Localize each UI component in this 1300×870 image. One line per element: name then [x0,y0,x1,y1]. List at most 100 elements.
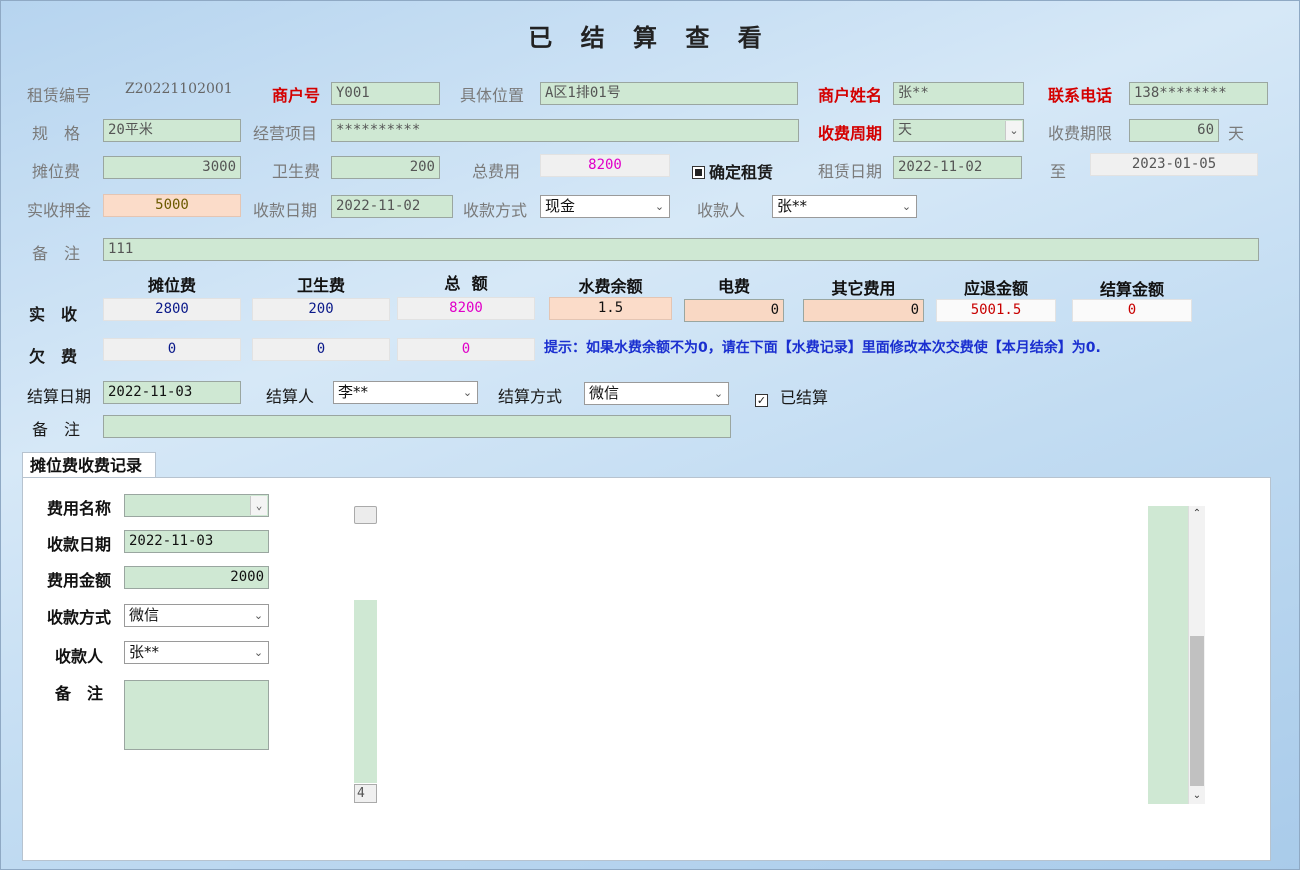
col-header-other: 其它费用 [831,279,896,298]
owed-total: 0 [397,338,535,361]
record-list-column [1148,506,1188,804]
checkmark-icon[interactable]: ✓ [755,394,768,407]
record-selector-button[interactable] [354,506,377,524]
scrollbar-thumb[interactable] [1190,636,1204,786]
spec-field[interactable]: 20平米 [103,119,241,142]
settle-date-field[interactable]: 2022-11-03 [103,381,241,404]
tab-stall-fee-records[interactable]: 摊位费收费记录 [22,452,156,478]
period-label: 收费期限 [1048,124,1113,143]
received-row-label: 实 收 [29,305,78,324]
record-remark-field[interactable] [124,680,269,750]
stall-fee-field[interactable]: 3000 [103,156,241,179]
sanitation-field[interactable]: 200 [331,156,440,179]
period-unit: 天 [1228,124,1245,143]
col-header-total: 总 额 [444,274,488,293]
settled-label: 已结算 [780,388,829,407]
settled-checkbox[interactable]: ✓ 已结算 [755,384,828,408]
received-settle: 0 [1072,299,1192,322]
chevron-down-icon[interactable]: ⌄ [250,496,267,515]
total-value: 8200 [540,154,670,177]
business-label: 经营项目 [253,124,318,143]
receipt-date-label: 收款日期 [253,201,318,220]
chevron-down-icon[interactable]: ⌄ [250,606,267,625]
record-list-scrollbar[interactable]: ⌃ ⌄ [1188,506,1205,804]
record-remark-label: 备 注 [55,684,104,703]
lease-no-value: Z20221102001 [125,81,233,97]
record-payee-label: 收款人 [55,647,104,666]
chevron-down-icon[interactable]: ⌄ [651,197,668,216]
chevron-down-icon[interactable]: ⌄ [898,197,915,216]
record-receipt-date-field[interactable]: 2022-11-03 [124,530,269,553]
chevron-down-icon[interactable]: ⌄ [459,383,476,402]
settle-method-label: 结算方式 [498,387,563,406]
record-pay-method-label: 收款方式 [47,608,112,627]
fee-name-select[interactable]: ⌄ [124,494,269,517]
chevron-down-icon[interactable]: ⌄ [250,643,267,662]
settle-person-select[interactable]: 李** ⌄ [333,381,478,404]
amount-field[interactable]: 2000 [124,566,269,589]
record-receipt-date-label: 收款日期 [47,535,112,554]
record-payee-select[interactable]: 张** ⌄ [124,641,269,664]
received-total: 8200 [397,297,535,320]
received-refund: 5001.5 [936,299,1056,322]
col-header-sanitation: 卫生费 [296,276,345,295]
record-count: 4 [354,784,377,803]
remark-field[interactable]: 111 [103,238,1259,261]
location-label: 具体位置 [460,86,525,105]
phone-field[interactable]: 138******** [1129,82,1268,105]
stall-fee-label: 摊位费 [32,162,81,181]
owed-stall: 0 [103,338,241,361]
payee-select[interactable]: 张** ⌄ [772,195,917,218]
end-date-value: 2023-01-05 [1090,153,1258,176]
merchant-no-field[interactable]: Y001 [331,82,440,105]
settle-remark-label: 备 注 [32,420,81,439]
spec-label: 规 格 [32,124,81,143]
payee-label: 收款人 [697,201,746,220]
window-title: 已 结 算 查 看 [528,24,772,52]
lease-date-label: 租赁日期 [818,162,883,181]
settle-date-label: 结算日期 [27,387,92,406]
record-selector-column [354,600,377,783]
pay-method-select[interactable]: 现金 ⌄ [540,195,670,218]
settle-remark-field[interactable] [103,415,731,438]
pay-method-value: 现金 [545,197,576,215]
received-other[interactable]: 0 [803,299,924,322]
received-electric[interactable]: 0 [684,299,784,322]
confirm-lease-checkbox[interactable]: 确定租赁 [692,159,773,183]
checkbox-icon[interactable] [692,166,705,179]
merchant-name-field[interactable]: 张** [893,82,1024,105]
payee-value: 张** [777,197,808,215]
record-pay-method-select[interactable]: 微信 ⌄ [124,604,269,627]
chevron-down-icon[interactable]: ⌄ [1005,121,1022,140]
settle-method-select[interactable]: 微信 ⌄ [584,382,729,405]
lease-date-field[interactable]: 2022-11-02 [893,156,1022,179]
received-water: 1.5 [549,297,672,320]
col-header-refund: 应退金额 [963,279,1028,298]
deposit-label: 实收押金 [27,201,92,220]
cycle-select[interactable]: 天 ⌄ [893,119,1024,142]
chevron-up-icon[interactable]: ⌃ [1192,508,1202,519]
phone-label: 联系电话 [1048,86,1113,105]
remark-label: 备 注 [32,244,81,263]
cycle-value: 天 [898,122,912,138]
record-payee-value: 张** [129,643,160,661]
cycle-label: 收费周期 [818,124,883,143]
deposit-value: 5000 [103,194,241,217]
lease-no-label: 租赁编号 [27,86,92,105]
chevron-down-icon[interactable]: ⌄ [710,384,727,403]
sanitation-label: 卫生费 [272,162,321,181]
merchant-name-label: 商户姓名 [818,86,883,105]
received-stall: 2800 [103,298,241,321]
record-pay-method-value: 微信 [129,606,160,624]
receipt-date-field[interactable]: 2022-11-02 [331,195,453,218]
chevron-down-icon[interactable]: ⌄ [1192,790,1202,801]
pay-method-label: 收款方式 [463,201,528,220]
fee-name-label: 费用名称 [47,499,112,518]
period-field[interactable]: 60 [1129,119,1219,142]
settle-person-value: 李** [338,383,369,401]
col-header-stall: 摊位费 [147,276,196,295]
location-field[interactable]: A区1排01号 [540,82,798,105]
settle-method-value: 微信 [589,384,620,402]
owed-sanitation: 0 [252,338,390,361]
business-field[interactable]: ********** [331,119,799,142]
